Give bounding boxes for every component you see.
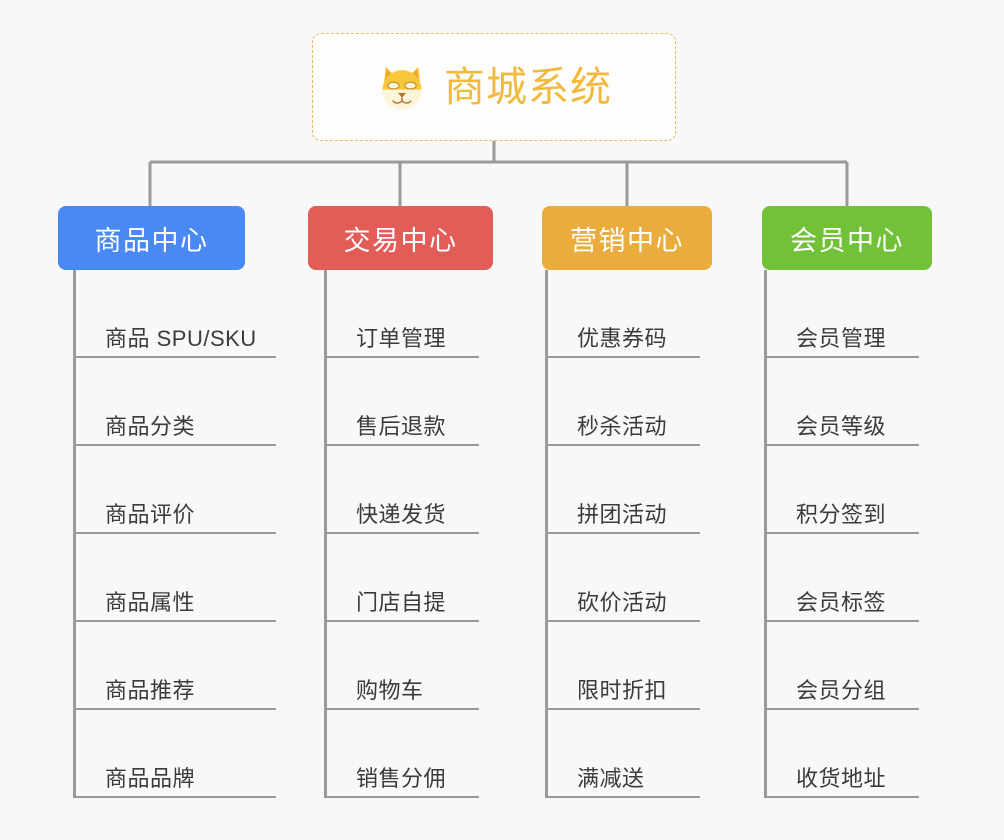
leaf-item[interactable]: 收货地址 xyxy=(764,710,919,798)
category-label: 营销中心 xyxy=(570,225,684,256)
leaf-item-label: 会员分组 xyxy=(796,677,887,703)
category-label: 会员中心 xyxy=(790,225,904,256)
leaf-item[interactable]: 售后退款 xyxy=(324,358,479,446)
leaf-item-label: 会员标签 xyxy=(796,589,887,615)
leaf-item[interactable]: 优惠券码 xyxy=(545,270,700,358)
category-box-product[interactable]: 商品中心 xyxy=(58,206,245,270)
leaf-item-label: 售后退款 xyxy=(356,413,447,439)
leaf-item-label: 快递发货 xyxy=(356,501,447,527)
leaf-spine xyxy=(764,270,767,798)
leaf-item[interactable]: 订单管理 xyxy=(324,270,479,358)
leaf-item-label: 会员等级 xyxy=(796,413,887,439)
leaf-item-label: 订单管理 xyxy=(356,325,447,351)
leaf-item-label: 商品属性 xyxy=(105,589,196,615)
leaf-spine xyxy=(545,270,548,798)
leaf-item[interactable]: 限时折扣 xyxy=(545,622,700,710)
leaf-item[interactable]: 商品评价 xyxy=(73,446,276,534)
leaf-item[interactable]: 快递发货 xyxy=(324,446,479,534)
category-box-marketing[interactable]: 营销中心 xyxy=(542,206,712,270)
leaf-item-label: 收货地址 xyxy=(796,765,887,791)
leaf-item-label: 拼团活动 xyxy=(577,501,668,527)
leaf-item[interactable]: 满减送 xyxy=(545,710,700,798)
leaf-item[interactable]: 秒杀活动 xyxy=(545,358,700,446)
leaf-item[interactable]: 商品 SPU/SKU xyxy=(73,270,276,358)
leaf-item[interactable]: 商品属性 xyxy=(73,534,276,622)
leaf-item[interactable]: 门店自提 xyxy=(324,534,479,622)
leaf-item-label: 砍价活动 xyxy=(577,589,668,615)
root-node[interactable]: 商城系统 xyxy=(312,33,676,141)
leaf-item-label: 商品 SPU/SKU xyxy=(105,325,257,351)
root-title: 商城系统 xyxy=(444,63,612,110)
leaf-item[interactable]: 会员分组 xyxy=(764,622,919,710)
leaf-item[interactable]: 商品推荐 xyxy=(73,622,276,710)
leaf-spine xyxy=(324,270,327,798)
category-box-member[interactable]: 会员中心 xyxy=(762,206,932,270)
leaf-item[interactable]: 商品分类 xyxy=(73,358,276,446)
leaf-item-label: 销售分佣 xyxy=(356,765,447,791)
category-label: 商品中心 xyxy=(94,225,209,256)
leaf-item-label: 优惠券码 xyxy=(577,325,668,351)
leaf-item[interactable]: 拼团活动 xyxy=(545,446,700,534)
leaf-item-label: 购物车 xyxy=(356,677,424,703)
leaf-item-label: 限时折扣 xyxy=(577,677,668,703)
leaf-item-label: 秒杀活动 xyxy=(577,413,668,439)
leaf-item[interactable]: 会员标签 xyxy=(764,534,919,622)
leaf-item[interactable]: 会员管理 xyxy=(764,270,919,358)
category-box-trade[interactable]: 交易中心 xyxy=(308,206,493,270)
leaf-item[interactable]: 砍价活动 xyxy=(545,534,700,622)
leaf-item[interactable]: 会员等级 xyxy=(764,358,919,446)
leaf-item-label: 商品分类 xyxy=(105,413,196,439)
leaf-item-label: 门店自提 xyxy=(356,589,447,615)
shiba-dog-face-icon xyxy=(376,62,428,114)
leaf-item[interactable]: 购物车 xyxy=(324,622,479,710)
leaf-spine xyxy=(73,270,76,798)
leaf-item-label: 商品品牌 xyxy=(105,765,196,791)
leaf-item[interactable]: 积分签到 xyxy=(764,446,919,534)
leaf-item-label: 满减送 xyxy=(577,765,645,791)
leaf-item-label: 商品评价 xyxy=(105,501,196,527)
leaf-item[interactable]: 商品品牌 xyxy=(73,710,276,798)
leaf-item-label: 积分签到 xyxy=(796,501,887,527)
category-label: 交易中心 xyxy=(343,225,458,256)
leaf-item-label: 商品推荐 xyxy=(105,677,196,703)
leaf-item-label: 会员管理 xyxy=(796,325,887,351)
leaf-item[interactable]: 销售分佣 xyxy=(324,710,479,798)
